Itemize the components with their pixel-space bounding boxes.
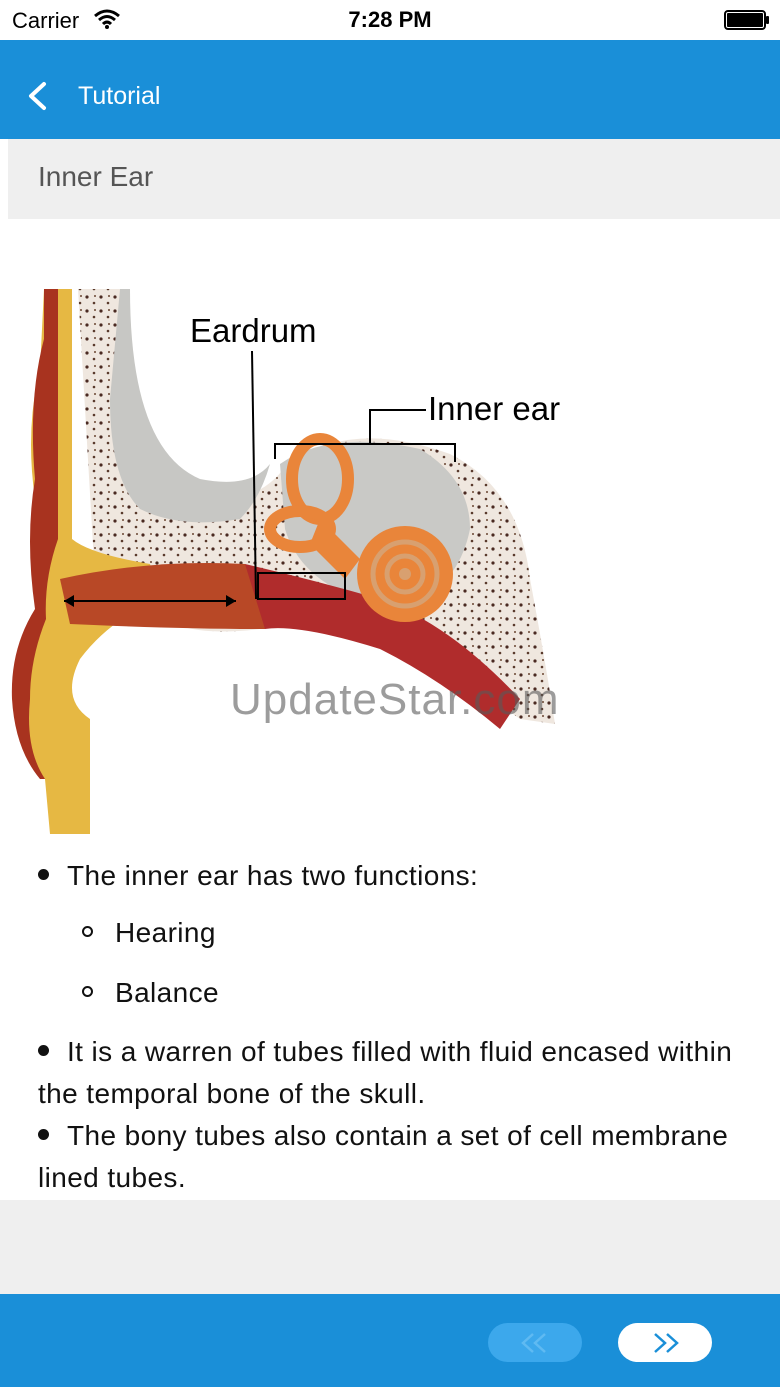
double-chevron-right-icon [654, 1332, 679, 1353]
sub-item-text: Hearing [115, 917, 216, 948]
inner-ear-label: Inner ear [428, 390, 560, 427]
sub-list-item: Balance [82, 963, 738, 1023]
back-label: Tutorial [78, 81, 161, 110]
wifi-icon [94, 9, 120, 29]
bullet-dot [38, 869, 49, 881]
navigation-bar: Tutorial [0, 40, 780, 139]
bullet-dot [38, 1129, 49, 1141]
sub-item-text: Balance [115, 977, 219, 1008]
list-item: The inner ear has two functions: [38, 855, 738, 897]
tutorial-content[interactable]: Eardrum Inner ear UpdateStar.com The inn… [0, 219, 780, 1200]
double-chevron-left-icon [521, 1332, 546, 1353]
next-page-button[interactable] [618, 1323, 712, 1362]
list-item: The bony tubes also contain a set of cel… [38, 1115, 738, 1199]
status-bar: Carrier 7:28 PM [0, 0, 780, 40]
status-time: 7:28 PM [348, 7, 432, 32]
carrier-label: Carrier [12, 8, 80, 33]
bullet-text: The bony tubes also contain a set of cel… [38, 1120, 729, 1193]
battery-icon [724, 10, 769, 30]
back-button[interactable]: Tutorial [26, 76, 160, 116]
section-title: Inner Ear [38, 161, 154, 192]
sub-list-item: Hearing [82, 903, 738, 963]
top-bar: Carrier 7:28 PM Tutorial [0, 0, 780, 139]
eardrum-label: Eardrum [190, 312, 317, 349]
ear-anatomy-diagram: Eardrum Inner ear [11, 289, 560, 834]
bullet-text: The inner ear has two functions: [67, 860, 479, 891]
bullet-ring [82, 986, 93, 998]
list-item: It is a warren of tubes filled with flui… [38, 1031, 738, 1115]
bullet-text: It is a warren of tubes filled with flui… [38, 1036, 733, 1109]
bullet-dot [38, 1045, 49, 1057]
sub-list: Hearing Balance [82, 903, 738, 1023]
footer-spacer [0, 1200, 780, 1294]
bullet-list: The inner ear has two functions: Hearing… [38, 855, 738, 1199]
section-header: Inner Ear [8, 139, 780, 219]
bullet-ring [82, 926, 93, 938]
chevron-left-icon [29, 82, 46, 110]
previous-page-button[interactable] [488, 1323, 582, 1362]
watermark: UpdateStar.com [230, 675, 560, 724]
bottom-toolbar [0, 1294, 780, 1387]
